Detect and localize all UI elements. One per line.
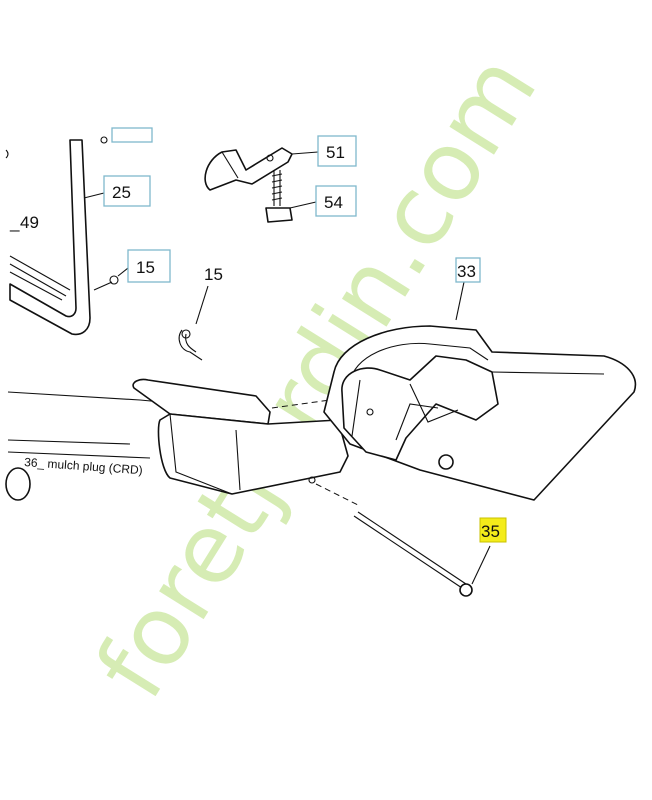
callout-25: 25 [83,175,151,207]
svg-text:33: 33 [457,262,476,281]
discharge-chute [323,281,637,501]
svg-text:51: 51 [326,143,345,162]
pin-rod [353,511,491,597]
alignment-line-2 [315,483,361,507]
mulch-plug-label: 36_ mulch plug (CRD) [24,455,143,477]
callout-box-partial [111,127,153,143]
handle-frame [5,136,108,336]
svg-text:54: 54 [324,193,343,212]
svg-text:_: _ [9,213,20,232]
callout-35: 35 [479,517,507,543]
bracket-and-bolt [204,147,319,223]
callout-54: 54 [315,185,357,217]
label-49: _ 49 [9,213,39,232]
svg-text:15: 15 [136,258,155,277]
svg-text:49: 49 [20,213,39,232]
svg-text:15: 15 [204,265,223,284]
svg-text:25: 25 [112,183,131,202]
callout-51: 51 [317,135,357,167]
callout-33: 33 [455,257,481,283]
svg-text:35: 35 [481,522,500,541]
callout-15-boxed: 15 [93,249,171,291]
mulch-plug [132,378,349,495]
hair-pin: 15 [178,265,223,361]
